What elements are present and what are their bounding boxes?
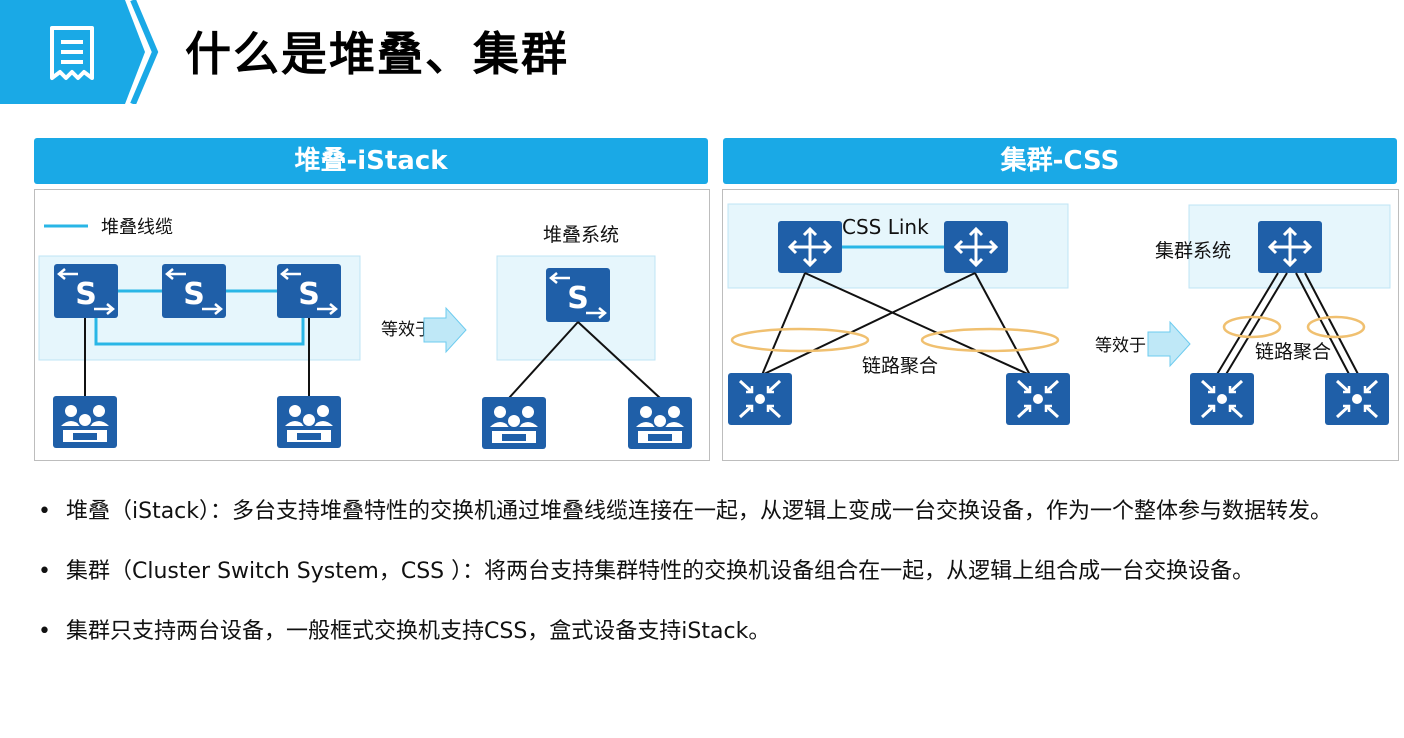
stack-cable-legend: 堆叠线缆 bbox=[101, 217, 173, 238]
cluster-aggregation-label: 链路聚合 bbox=[1255, 341, 1331, 363]
aggregation-switch-icon bbox=[726, 371, 794, 427]
title-badge bbox=[0, 0, 160, 106]
cluster-system-label: 集群系统 bbox=[1155, 240, 1231, 262]
stack-switch-icon bbox=[160, 262, 228, 320]
aggregation-switch-icon bbox=[1188, 371, 1256, 427]
stack-system-label: 堆叠系统 bbox=[543, 224, 619, 246]
bullet-dot: • bbox=[38, 499, 51, 524]
aggregation-switch-icon bbox=[1323, 371, 1391, 427]
bullet-list: • 堆叠（iStack）：多台支持堆叠特性的交换机通过堆叠线缆连接在一起，从逻辑… bbox=[38, 490, 1398, 670]
stack-system-switch-icon bbox=[544, 266, 612, 324]
bullet-dot: • bbox=[38, 619, 51, 644]
istack-panel-title: 堆叠-iStack bbox=[34, 138, 708, 184]
core-router-icon bbox=[942, 219, 1010, 275]
arrow-right-icon bbox=[1147, 321, 1191, 367]
page-title: 什么是堆叠、集群 bbox=[185, 27, 569, 81]
cluster-router-icon bbox=[1256, 219, 1324, 275]
bullet-text: 堆叠（iStack）：多台支持堆叠特性的交换机通过堆叠线缆连接在一起，从逻辑上变… bbox=[66, 499, 1333, 524]
istack-equivalent-label: 等效于 bbox=[381, 320, 432, 340]
aggregation-switch-icon bbox=[1004, 371, 1072, 427]
css-aggregation-label: 链路聚合 bbox=[862, 355, 938, 377]
bullet-item: • 集群只支持两台设备，一般框式交换机支持CSS，盒式设备支持iStack。 bbox=[38, 610, 1398, 653]
css-panel-title: 集群-CSS bbox=[723, 138, 1397, 184]
stack-switch-icon bbox=[52, 262, 120, 320]
arrow-right-icon bbox=[423, 307, 467, 353]
user-group-icon bbox=[52, 395, 118, 449]
bullet-dot: • bbox=[38, 559, 51, 584]
bullet-item: • 集群（Cluster Switch System，CSS ）：将两台支持集群… bbox=[38, 550, 1398, 593]
bullet-item: • 堆叠（iStack）：多台支持堆叠特性的交换机通过堆叠线缆连接在一起，从逻辑… bbox=[38, 490, 1398, 533]
bullet-text: 集群（Cluster Switch System，CSS ）：将两台支持集群特性… bbox=[66, 559, 1255, 584]
css-equivalent-label: 等效于 bbox=[1095, 336, 1146, 356]
css-link-label: CSS Link bbox=[842, 215, 929, 239]
core-router-icon bbox=[776, 219, 844, 275]
user-group-icon bbox=[276, 395, 342, 449]
stack-switch-icon bbox=[275, 262, 343, 320]
user-group-icon bbox=[481, 396, 547, 450]
bullet-text: 集群只支持两台设备，一般框式交换机支持CSS，盒式设备支持iStack。 bbox=[66, 619, 771, 644]
user-group-icon bbox=[627, 396, 693, 450]
document-icon bbox=[50, 26, 94, 80]
